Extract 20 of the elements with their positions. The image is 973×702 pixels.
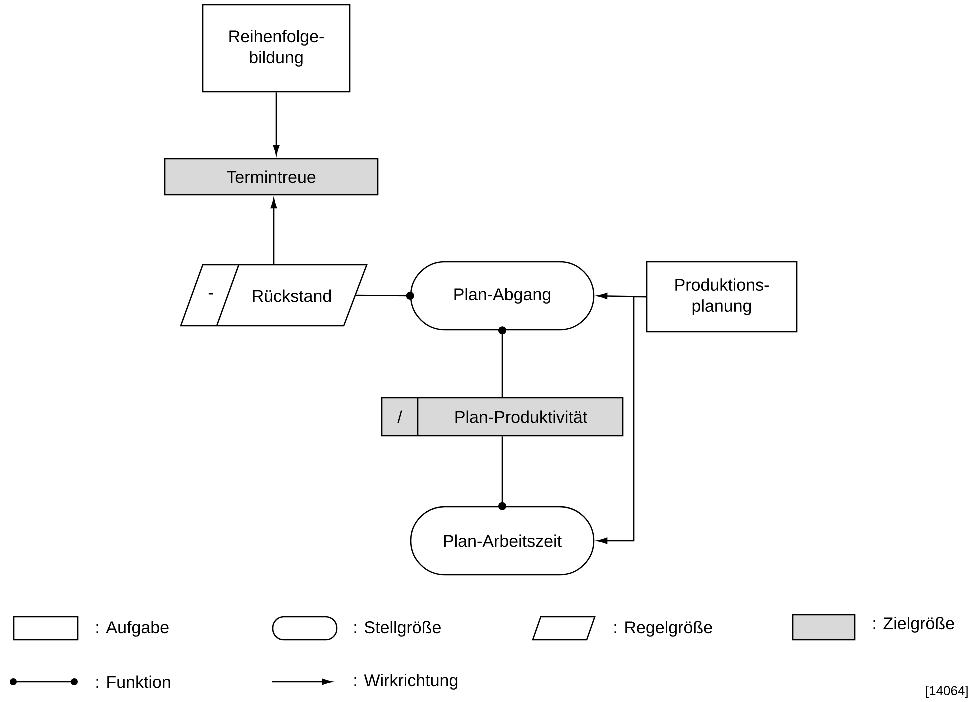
parallelogram-box: - Rückstand [180,264,368,327]
connector [356,292,414,300]
task-box: Reihenfolge- bildung [202,4,351,93]
legend-label: : Wirkrichtung [354,674,458,690]
rounded-box: Plan-Arbeitszeit [410,506,595,576]
legend-label: : Regelgröße [614,621,712,637]
legend-label: : Aufgabe [96,621,169,637]
connector [498,436,506,510]
legend-label: : Funktion [96,676,170,688]
task-box: Produktions- planung [646,261,798,333]
task-box: Termintreue [164,158,379,196]
rounded-box: Plan-Abgang [410,261,595,331]
figure-number: [14064] [926,686,968,698]
target-box: / Plan-Produktivität [381,397,624,437]
connector [498,326,506,398]
connector [270,198,278,264]
connector [273,92,280,156]
legend-label: : Stellgröße [354,621,441,637]
legend-label: : Zielgröße [874,617,954,633]
connector [598,296,646,544]
